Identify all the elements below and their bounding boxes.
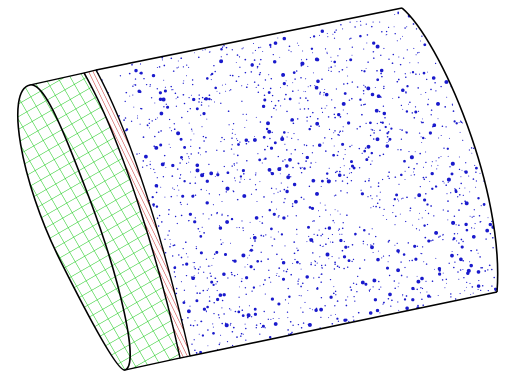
front-face-ellipse (16, 84, 131, 371)
cylinder-right-end (401, 7, 499, 293)
cylinder-body-outline (95, 7, 498, 357)
